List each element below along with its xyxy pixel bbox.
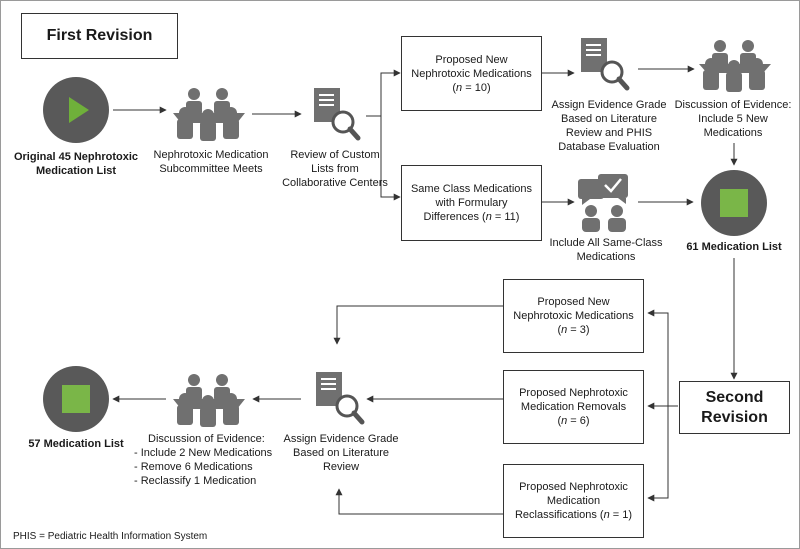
subcommittee-label: Nephrotoxic Medication Subcommittee Meet… — [153, 149, 269, 175]
same-class-box: Same Class Medications with Formulary Di… — [401, 165, 542, 241]
second-revision-title: Second Revision — [679, 381, 790, 434]
document-search-icon-3 — [316, 372, 365, 425]
document-search-icon-2 — [581, 38, 630, 91]
footnote: PHIS = Pediatric Health Information Syst… — [13, 531, 208, 542]
arrow-review-to-branches — [366, 72, 400, 117]
list-61-label: 61 Medication List — [686, 241, 782, 253]
list-61-circle — [701, 170, 767, 236]
include-same-class-label: Include All Same-Class Medications — [549, 237, 663, 263]
arrow-second-revision-bus — [647, 309, 678, 407]
people-meeting-icon — [173, 88, 245, 141]
play-triangle-icon — [69, 97, 89, 123]
proposed-new-box-1: Proposed New Nephrotoxic Medications (n … — [401, 36, 542, 111]
people-meeting-icon-2 — [173, 374, 245, 427]
stop-square-icon — [720, 189, 748, 217]
people-discussion-icon — [699, 40, 771, 92]
original-list-label: Original 45 Nephrotoxic Medication List — [13, 151, 139, 177]
stop-square-icon-2 — [62, 385, 90, 413]
reclass-box: Proposed Nephrotoxic Medication Reclassi… — [503, 464, 644, 538]
proposed-new-box-2: Proposed New Nephrotoxic Medications (n … — [503, 279, 644, 353]
arrow-proposed-new-2-to-left — [333, 305, 503, 345]
arrow-reclass-to-assign — [335, 488, 503, 515]
assign-grade-label-1: Assign Evidence Grade Based on Literatur… — [551, 99, 667, 153]
list-57-circle — [43, 366, 109, 432]
arrow-review-to-sameclass — [380, 116, 401, 201]
chat-people-icon — [578, 174, 628, 232]
discussion-label-1: Discussion of Evidence: Include 5 New Me… — [674, 99, 792, 139]
removals-box: Proposed Nephrotoxic Medication Removals… — [503, 370, 644, 444]
document-search-icon — [314, 88, 361, 141]
start-play-icon — [43, 77, 109, 143]
first-revision-title: First Revision — [21, 13, 178, 59]
arrow-bus-to-reclass — [647, 406, 669, 502]
review-custom-label: Review of Custom Lists from Collaborativ… — [282, 149, 388, 189]
list-57-label: 57 Medication List — [28, 438, 124, 450]
assign-grade-label-2: Assign Evidence Grade Based on Literatur… — [283, 433, 399, 473]
discussion-label-2: Discussion of Evidence: - Include 2 New … — [134, 433, 273, 487]
